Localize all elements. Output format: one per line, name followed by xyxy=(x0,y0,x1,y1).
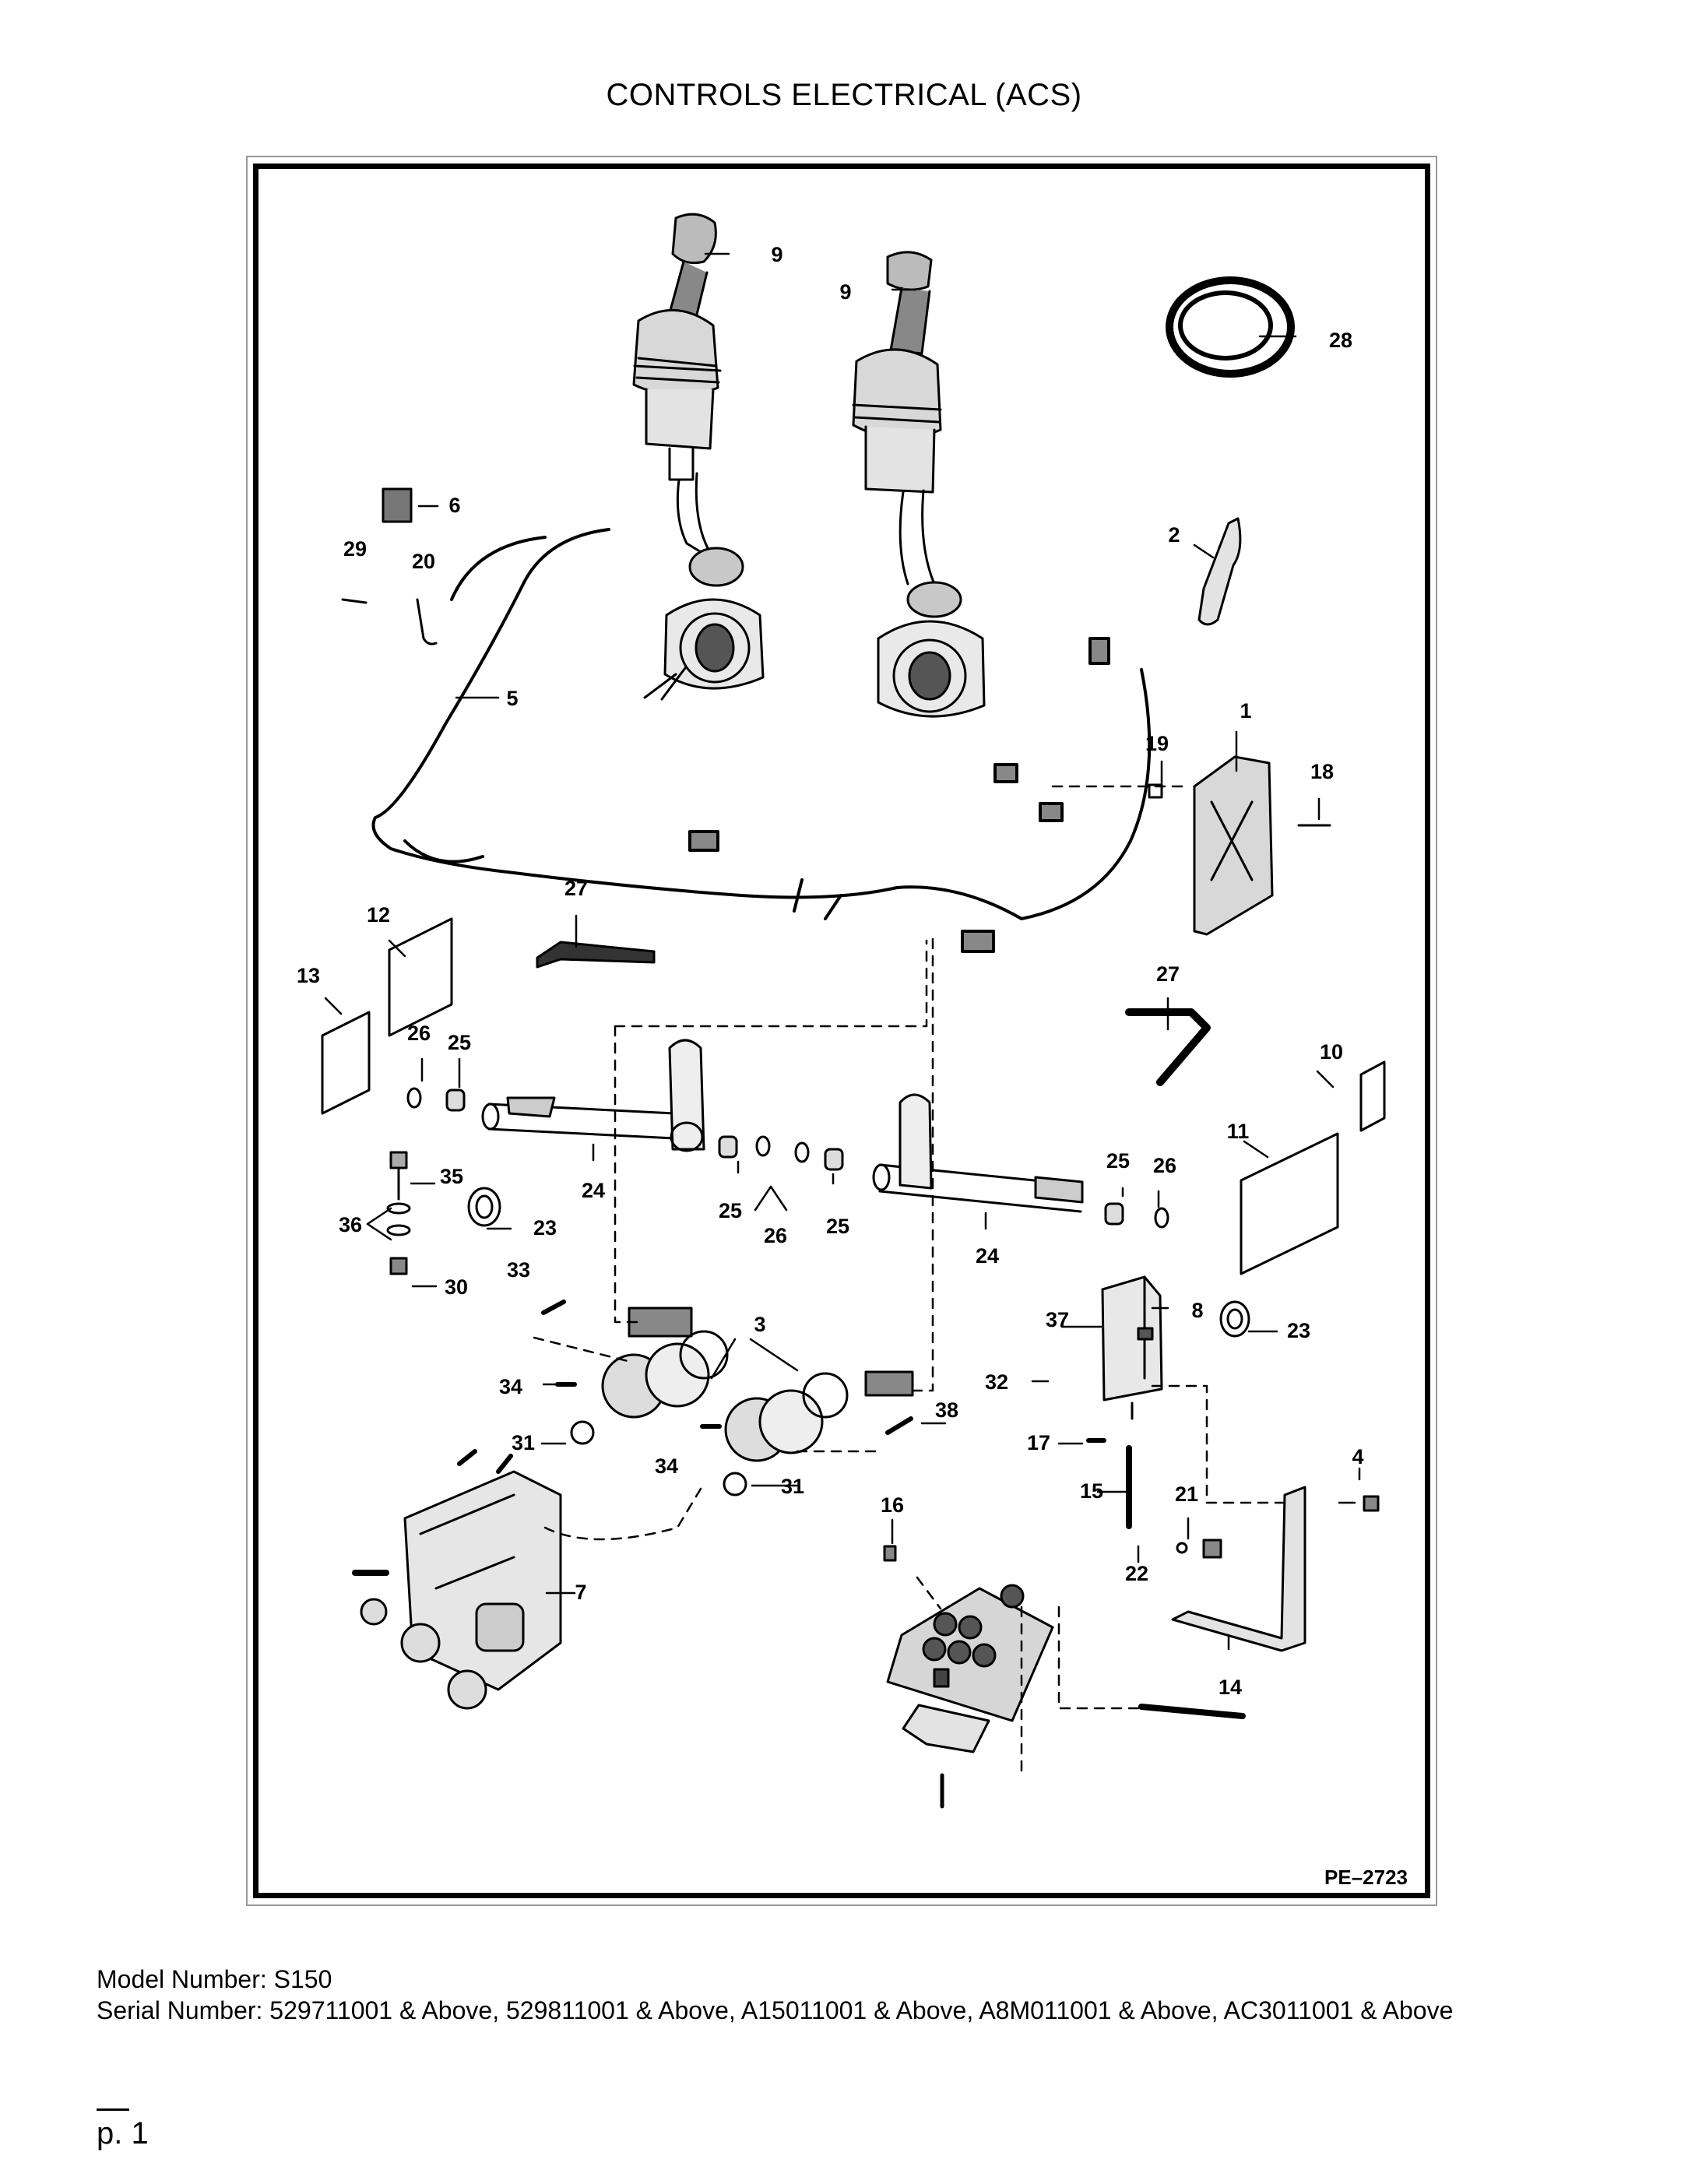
svg-text:4: 4 xyxy=(1352,1445,1363,1468)
svg-text:26: 26 xyxy=(1153,1154,1176,1177)
svg-text:7: 7 xyxy=(575,1581,586,1604)
decal xyxy=(1359,1060,1386,1132)
bracket xyxy=(416,598,438,645)
svg-text:26: 26 xyxy=(764,1224,787,1247)
model-number: Model Number: S150 xyxy=(97,1964,332,1995)
wiring-harness xyxy=(371,528,1152,953)
svg-text:24: 24 xyxy=(582,1179,605,1202)
svg-text:10: 10 xyxy=(1320,1040,1343,1064)
svg-text:15: 15 xyxy=(1080,1479,1103,1503)
drawing-reference-code: PE–2723 xyxy=(1324,1866,1408,1889)
svg-text:16: 16 xyxy=(881,1493,904,1517)
svg-text:3: 3 xyxy=(754,1313,765,1336)
svg-text:30: 30 xyxy=(445,1275,468,1299)
model-number-value: S150 xyxy=(273,1965,332,1993)
svg-text:36: 36 xyxy=(339,1213,362,1236)
mount-bracket xyxy=(1197,517,1242,626)
svg-text:34: 34 xyxy=(499,1375,522,1398)
svg-text:14: 14 xyxy=(1219,1676,1242,1699)
svg-text:6: 6 xyxy=(448,494,460,517)
svg-text:13: 13 xyxy=(297,964,320,987)
svg-text:31: 31 xyxy=(781,1475,804,1498)
svg-text:37: 37 xyxy=(1046,1308,1069,1331)
svg-text:21: 21 xyxy=(1175,1482,1198,1506)
svg-text:28: 28 xyxy=(1329,329,1352,352)
solenoid-valve-left xyxy=(601,1307,729,1419)
serial-number-value: 529711001 & Above, 529811001 & Above, A1… xyxy=(269,1996,1454,2024)
svg-text:27: 27 xyxy=(1156,962,1180,986)
svg-text:8: 8 xyxy=(1191,1299,1203,1322)
hex-key xyxy=(536,941,656,969)
svg-text:2: 2 xyxy=(1168,523,1180,547)
svg-text:25: 25 xyxy=(448,1031,471,1054)
decal xyxy=(321,1011,371,1115)
svg-text:22: 22 xyxy=(1125,1562,1148,1585)
svg-text:25: 25 xyxy=(1106,1149,1130,1173)
svg-text:38: 38 xyxy=(935,1398,958,1422)
page-title: CONTROLS ELECTRICAL (ACS) xyxy=(606,78,1082,112)
page-number: p. 1 xyxy=(97,2116,149,2151)
screw xyxy=(341,598,367,604)
controller-module xyxy=(1148,755,1331,936)
svg-text:9: 9 xyxy=(839,280,851,304)
switch xyxy=(382,487,413,523)
svg-text:1: 1 xyxy=(1240,699,1251,723)
decal xyxy=(388,917,453,1037)
svg-text:11: 11 xyxy=(1227,1120,1250,1143)
svg-text:17: 17 xyxy=(1027,1431,1050,1454)
right-shaft xyxy=(872,1093,1084,1213)
foot-pedal xyxy=(886,1584,1054,1722)
left-shaft xyxy=(481,1039,705,1152)
diagram-outer-frame xyxy=(246,156,1437,1906)
svg-text:18: 18 xyxy=(1310,760,1334,783)
svg-text:33: 33 xyxy=(507,1258,530,1282)
svg-text:23: 23 xyxy=(1287,1319,1310,1342)
svg-text:29: 29 xyxy=(343,537,367,561)
svg-text:12: 12 xyxy=(367,903,390,927)
svg-text:19: 19 xyxy=(1145,732,1169,755)
svg-text:24: 24 xyxy=(976,1244,999,1268)
left-joystick xyxy=(632,213,765,701)
svg-text:9: 9 xyxy=(771,243,782,266)
svg-text:26: 26 xyxy=(407,1022,431,1045)
hex-key xyxy=(1125,1008,1211,1086)
control-valve xyxy=(352,1449,562,1710)
svg-text:20: 20 xyxy=(412,550,435,573)
svg-text:27: 27 xyxy=(564,877,588,900)
serial-number: Serial Number: 529711001 & Above, 529811… xyxy=(97,1995,1576,2026)
angle-bracket xyxy=(1171,1486,1306,1652)
svg-text:31: 31 xyxy=(512,1431,535,1454)
svg-text:34: 34 xyxy=(655,1454,678,1478)
coiled-harness xyxy=(1166,276,1295,378)
diagram-frame xyxy=(253,164,1430,1898)
svg-text:23: 23 xyxy=(533,1216,557,1240)
svg-text:35: 35 xyxy=(440,1165,463,1188)
solenoid-valve-right xyxy=(724,1370,914,1462)
svg-text:5: 5 xyxy=(506,687,518,710)
svg-text:25: 25 xyxy=(719,1199,742,1222)
serial-number-label: Serial Number: xyxy=(97,1996,263,2024)
decal xyxy=(1240,1132,1339,1275)
page-divider xyxy=(97,2108,129,2111)
svg-text:25: 25 xyxy=(826,1215,849,1238)
model-number-label: Model Number: xyxy=(97,1965,267,1993)
switch-housing xyxy=(1101,1275,1163,1420)
right-joystick xyxy=(852,251,986,718)
svg-text:32: 32 xyxy=(985,1370,1008,1394)
